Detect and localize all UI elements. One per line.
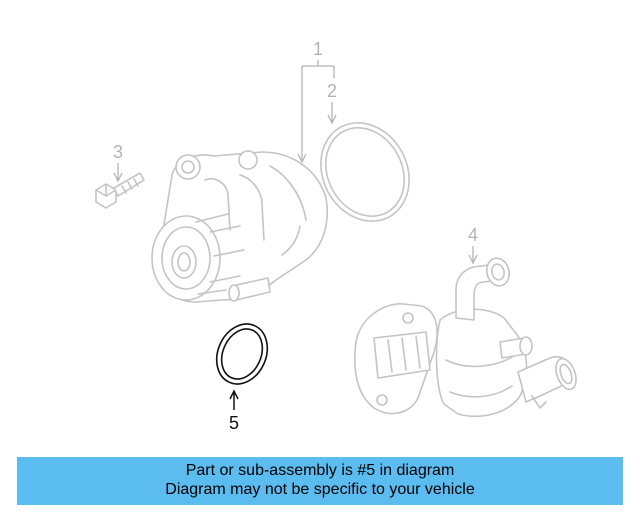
callout-3-leader — [113, 163, 123, 183]
callout-2-label: 2 — [327, 81, 337, 101]
callout-4-label: 4 — [468, 225, 478, 245]
callout-5-label: 5 — [229, 413, 239, 433]
banner-line-disclaimer: Diagram may not be specific to your vehi… — [165, 481, 475, 498]
callout-4-leader — [468, 246, 478, 265]
banner-line-part-number: Part or sub-assembly is #5 in diagram — [185, 462, 455, 479]
gasket-ring-part-2 — [320, 122, 410, 222]
callout-3-label: 3 — [113, 142, 123, 162]
callout-1-leader — [301, 60, 335, 160]
callout-1-label: 1 — [313, 39, 323, 59]
water-pump-part-1 — [151, 150, 328, 303]
bolt-part-3 — [95, 172, 145, 209]
info-banner: Part or sub-assembly is #5 in diagram Di… — [17, 457, 623, 505]
o-ring-part-5 — [215, 323, 269, 385]
callout-2-leader — [327, 102, 337, 125]
thermostat-housing-part-4 — [354, 257, 577, 418]
callout-1-arrow — [297, 153, 307, 164]
callout-5-leader — [229, 389, 239, 410]
